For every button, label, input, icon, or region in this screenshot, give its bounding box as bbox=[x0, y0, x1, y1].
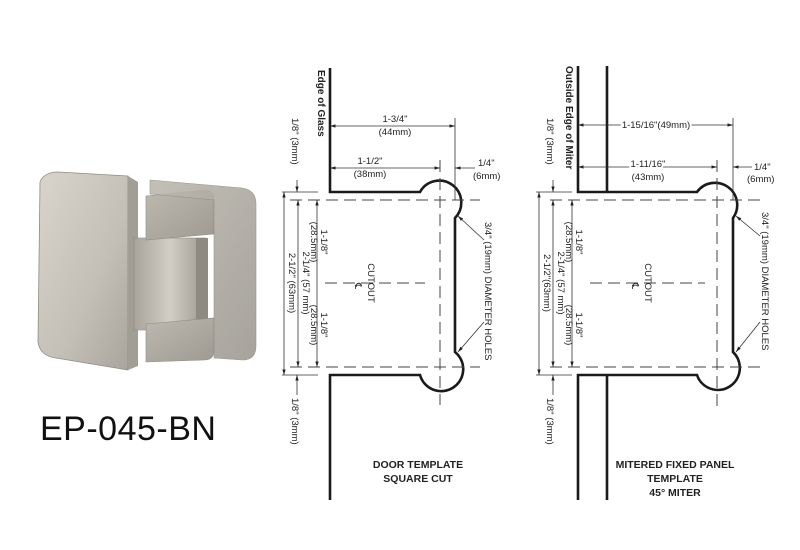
template-title: MITERED FIXED PANEL bbox=[616, 459, 735, 471]
holes-label: 3/4" (19mm) DIAMETER HOLES bbox=[759, 212, 770, 351]
dim-label: (6mm) bbox=[473, 171, 500, 182]
dim-label: (28.5mm) bbox=[308, 305, 319, 346]
dim-label: 1/8" (3mm) bbox=[289, 398, 300, 445]
dim-label: 1-1/8" bbox=[318, 229, 329, 254]
outside-edge-label: Outside Edge of Miter bbox=[563, 66, 574, 169]
model-number: EP-045-BN bbox=[40, 410, 217, 448]
holes-label: 3/4" (19mm) DIAMETER HOLES bbox=[482, 222, 493, 361]
edge-of-glass-label: Edge of Glass bbox=[315, 70, 326, 137]
dim-label: 1-15/16"(49mm) bbox=[622, 120, 690, 131]
centerline-symbol: ℄ bbox=[629, 282, 640, 290]
dim-label: 1-1/8" bbox=[573, 229, 584, 254]
dim-label: 2-1/4" (57 mm) bbox=[555, 251, 566, 314]
dim-label: 1/4" bbox=[754, 162, 771, 173]
dim-label: 1/8" (3mm) bbox=[544, 118, 555, 165]
dim-label: 1-3/4" bbox=[382, 114, 407, 125]
hinge-photo bbox=[37, 171, 257, 371]
door-template: Edge of Glass 1-3/4" (44mm) 1-1/2" (38mm… bbox=[282, 68, 500, 500]
dim-label: 1/8" (3mm) bbox=[289, 118, 300, 165]
dim-label: 1/4" bbox=[478, 158, 495, 169]
dim-label: (28.5mm) bbox=[563, 305, 574, 346]
dim-label: 2-1/4" (57 mm) bbox=[300, 251, 311, 314]
dim-label: 1-1/2" bbox=[357, 156, 382, 167]
dim-label: 1-1/8" bbox=[573, 312, 584, 337]
dim-label: 1-11/16" bbox=[631, 159, 666, 170]
template-subtitle: TEMPLATE bbox=[647, 473, 703, 485]
dim-label: (6mm) bbox=[747, 174, 774, 185]
template-title: DOOR TEMPLATE bbox=[373, 459, 463, 471]
template-subtitle: 45° MITER bbox=[649, 487, 701, 499]
dim-label: (38mm) bbox=[354, 169, 387, 180]
miter-template: Outside Edge of Miter 1-15/16"(49mm) 1-1… bbox=[536, 66, 774, 500]
dim-label: 1-1/8" bbox=[318, 312, 329, 337]
dim-label: (44mm) bbox=[379, 127, 412, 138]
cutout-label: CUTOUT bbox=[642, 263, 653, 303]
dim-label: 2-1/2"(63mm) bbox=[541, 254, 552, 312]
centerline-symbol: ℄ bbox=[352, 282, 363, 290]
cutout-label: CUTOUT bbox=[365, 263, 376, 303]
dim-label: (28.5mm) bbox=[308, 222, 319, 263]
dim-label: 1/8" (3mm) bbox=[544, 398, 555, 445]
dim-label: (28.5mm) bbox=[563, 222, 574, 263]
dim-label: (43mm) bbox=[632, 172, 665, 183]
template-subtitle: SQUARE CUT bbox=[383, 473, 453, 485]
dim-label: 2-1/2" (63mm) bbox=[286, 253, 297, 313]
